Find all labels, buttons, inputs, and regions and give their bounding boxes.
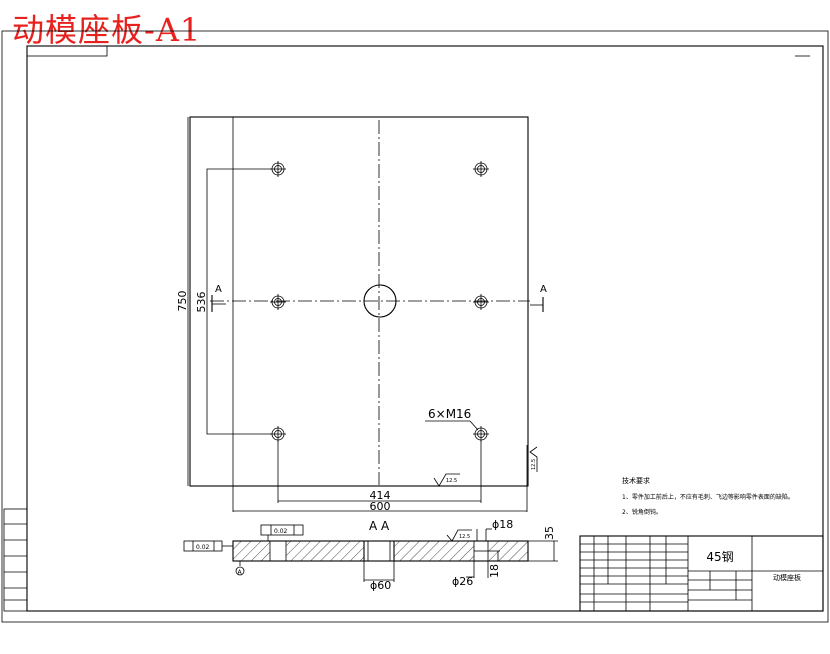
svg-text:A: A — [238, 569, 243, 576]
part-name-text: 动模座板 — [773, 573, 801, 582]
dimension-phi60-text: ϕ60 — [370, 579, 391, 592]
dimension-phi26: ϕ26 — [452, 561, 489, 588]
screw-hole — [473, 426, 489, 442]
technical-requirements: 技术要求 1、零件加工前后上，不应有毛刺、飞边等影响零件表面的缺陷。 2、锐角倒… — [622, 476, 794, 516]
section-marker-right: A — [530, 284, 547, 312]
dimension-750-text: 750 — [176, 291, 189, 312]
svg-text:12.5: 12.5 — [459, 534, 470, 540]
svg-text:12.5: 12.5 — [531, 459, 537, 470]
flatness-frame: 0.02 — [260, 524, 304, 541]
title-block: 45钢 动模座板 — [579, 535, 824, 612]
svg-text:A: A — [215, 284, 222, 295]
screw-hole — [473, 294, 489, 310]
dimension-536: 536 — [195, 168, 272, 435]
hole-callout: 6×M16 — [425, 407, 479, 431]
svg-text:12.5: 12.5 — [446, 478, 457, 484]
dimension-600: 600 — [233, 500, 527, 513]
section-view: A A 0.02 0.02 — [183, 518, 558, 592]
screw-hole — [270, 426, 286, 442]
dimension-600-text: 600 — [370, 500, 391, 513]
roughness-symbol-section: 12.5 — [446, 529, 472, 542]
tech-req-item-1: 1、零件加工前后上，不应有毛刺、飞边等影响零件表面的缺陷。 — [622, 493, 794, 501]
screw-hole — [270, 294, 286, 310]
tech-req-item-2: 2、锐角倒钝。 — [622, 508, 662, 516]
svg-text:0.02: 0.02 — [196, 544, 210, 551]
dimension-35: 35 — [528, 526, 558, 562]
screw-hole — [473, 161, 489, 177]
svg-text:0.02: 0.02 — [274, 528, 288, 535]
center-bore — [363, 284, 397, 318]
roughness-symbol-bottom: 12.5 — [433, 473, 460, 487]
hole-callout-text: 6×M16 — [428, 407, 471, 421]
dimension-18-text: 18 — [488, 564, 501, 578]
tech-req-heading: 技术要求 — [622, 476, 650, 485]
plate-outline — [189, 116, 529, 487]
left-binding-strip — [3, 508, 28, 612]
sheet-outer-border — [1, 30, 829, 623]
section-marker-left: A — [211, 284, 226, 312]
dimension-phi18: ϕ18 — [476, 518, 513, 541]
dimension-phi60: ϕ60 — [363, 561, 395, 592]
svg-text:A: A — [540, 284, 547, 295]
screw-hole — [270, 161, 286, 177]
datum-symbol: A — [235, 561, 245, 576]
dimension-phi26-text: ϕ26 — [452, 575, 473, 588]
drawing-title: 动模座板-A1 — [12, 11, 202, 49]
dimension-35-text: 35 — [543, 526, 556, 540]
sheet-inner-frame — [26, 45, 824, 612]
dimension-414: 414 — [277, 440, 482, 503]
code-box-top-left — [26, 45, 108, 57]
plan-view: 750 536 414 600 A A — [176, 116, 547, 513]
dimension-18: 18 — [488, 550, 501, 578]
material-text: 45钢 — [706, 550, 733, 564]
dimension-536-text: 536 — [195, 292, 208, 313]
section-outline — [232, 540, 529, 562]
dimension-750: 750 — [176, 117, 189, 486]
parallel-frame: 0.02 — [183, 540, 233, 552]
section-label: A A — [369, 519, 390, 533]
dimension-414-text: 414 — [370, 489, 391, 502]
dimension-phi18-text: ϕ18 — [492, 518, 513, 531]
roughness-symbol-right: 12.5 — [529, 446, 538, 472]
